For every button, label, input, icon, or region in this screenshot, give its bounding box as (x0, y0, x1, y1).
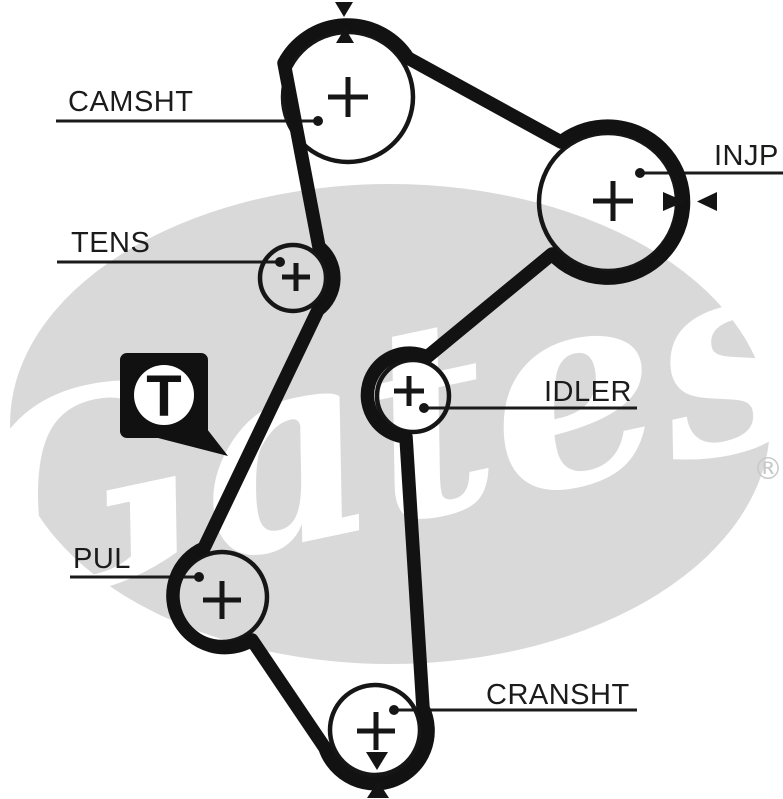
pulleys-layer (174, 29, 680, 778)
idler-label: IDLER (544, 376, 632, 408)
pulley-plus-center-icon (203, 581, 241, 619)
idler-plus-center-icon (394, 376, 424, 406)
crankshaft-label: CRANSHT (486, 679, 630, 711)
t-marker-letter: T (146, 364, 181, 429)
camshaft-pulley-circle (280, 29, 416, 165)
tensioner-pulley-circle (257, 242, 329, 314)
tensioner-plus-center-icon (282, 263, 310, 291)
camshaft-plus-center-icon (328, 77, 368, 117)
registered-trademark-icon: ® (753, 452, 783, 487)
t-marker-badge-icon: T (120, 353, 228, 456)
pulley-leader-dot (194, 572, 204, 582)
camshaft-label: CAMSHT (68, 86, 193, 118)
injection-pump-timing-arrow-right-icon (663, 192, 685, 211)
timing-belt (166, 18, 691, 791)
camshaft-leader-dot (313, 116, 323, 126)
timing-marks-layer (335, 2, 717, 798)
crankshaft-timing-arrow-down-icon (366, 752, 388, 770)
pulley-label: PUL (73, 543, 131, 575)
idler-leader-dot (419, 403, 429, 413)
injection-pump-label: INJP (714, 140, 779, 172)
crankshaft-timing-arrow-up-icon (367, 781, 389, 798)
camshaft-timing-arrow-up-icon (336, 28, 354, 43)
injection-pump-timing-arrow-left-icon (697, 192, 717, 211)
tensioner-leader-dot (275, 257, 285, 267)
camshaft-timing-arrow-down-icon (335, 2, 353, 17)
labels-layer: CAMSHT TENS INJP IDLER PUL CRANSHT (56, 86, 783, 715)
tensioner-label: TENS (71, 227, 150, 259)
injection-pump-leader-dot (635, 168, 645, 178)
idler-pulley-circle (374, 357, 452, 435)
crankshaft-leader-dot (389, 705, 399, 715)
t-marker-circle (134, 365, 194, 425)
injection-pump-plus-center-icon (593, 181, 633, 221)
crankshaft-pulley-circle (327, 682, 423, 778)
crankshaft-plus-center-icon (357, 712, 395, 750)
